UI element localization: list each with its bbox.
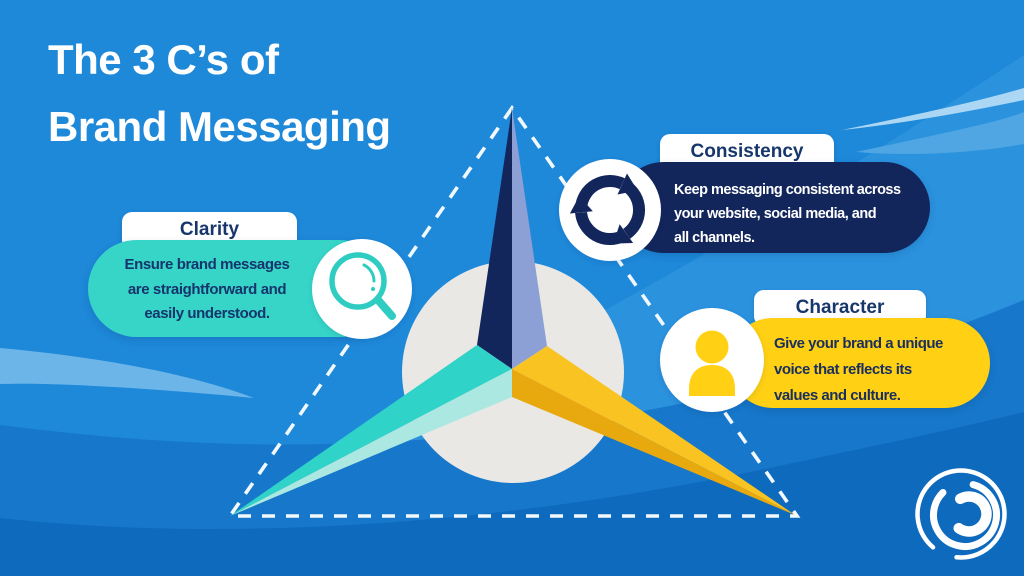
page-title-line2: Brand Messaging [48, 103, 391, 150]
brand-logo [911, 464, 1011, 564]
clarity-line-3: easily understood. [144, 305, 270, 322]
background-accent-topright [856, 112, 1024, 154]
spike-up-periwinkle-face [512, 108, 547, 369]
consistency-line-3: all channels. [674, 230, 755, 246]
spike-up-navy-face [477, 108, 512, 369]
clarity-line-1: Ensure brand messages [124, 256, 290, 273]
magnifier-icon [329, 252, 396, 320]
consistency-description: Keep messaging consistent across your we… [674, 178, 924, 250]
spike-left-teal-light-face [230, 369, 512, 516]
character-icon-circle [660, 308, 764, 412]
consistency-pill [618, 162, 930, 253]
background-wave-dark [0, 412, 1024, 576]
character-line-2: voice that reflects its [774, 361, 912, 378]
person-icon [689, 330, 735, 396]
spike-right-yellow-bright-face [512, 346, 795, 515]
spike-left-teal-bright-face [230, 345, 512, 516]
background-accent-left [0, 348, 254, 398]
page-title: The 3 C’s of Brand Messaging [48, 26, 391, 160]
cycle-arrows-icon [569, 173, 645, 246]
character-label: Character [795, 297, 885, 318]
clarity-description: Ensure brand messages are straightforwar… [96, 253, 318, 327]
clarity-line-2: are straightforward and [127, 280, 287, 298]
character-line-3: values and culture. [774, 387, 901, 404]
character-description: Give your brand a unique voice that refl… [774, 331, 980, 409]
consistency-label: Consistency [690, 141, 804, 162]
clarity-label: Clarity [179, 219, 240, 240]
character-line-1: Give your brand a unique [774, 335, 943, 352]
spike-right-yellow-dark-face [512, 369, 795, 515]
consistency-line-2: your website, social media, and [674, 206, 877, 222]
three-point-star [230, 108, 795, 516]
clarity-icon-circle [312, 239, 412, 339]
character-pill [728, 318, 990, 408]
page-title-line1: The 3 C’s of [48, 36, 279, 83]
consistency-line-1: Keep messaging consistent across [674, 182, 901, 198]
consistency-icon-circle [559, 159, 661, 261]
swirl-logo-icon [915, 468, 1007, 560]
